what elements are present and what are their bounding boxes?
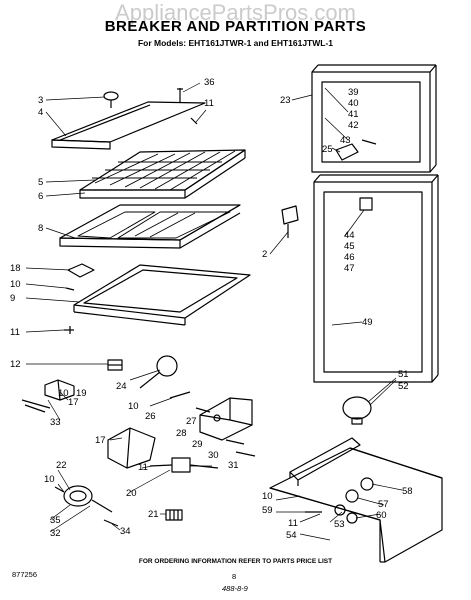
- callout-label: 5: [38, 177, 43, 188]
- callout-label: 10: [262, 491, 273, 502]
- clip-part: [107, 359, 123, 371]
- callout-label: 52: [398, 381, 409, 392]
- callout-label: 29: [192, 439, 203, 450]
- callout-label: 51: [398, 369, 409, 380]
- callout-label: 11: [204, 98, 214, 109]
- door-gasket-top-part: [311, 64, 437, 173]
- callout-label: 17: [95, 435, 106, 446]
- callout-label: 10: [58, 388, 69, 399]
- ordering-note: FOR ORDERING INFORMATION REFER TO PARTS …: [138, 558, 333, 565]
- callout-label: 28: [176, 428, 187, 439]
- callout-label: 11: [10, 327, 20, 338]
- callout-label: 10: [128, 401, 139, 412]
- screw-part: [361, 139, 377, 145]
- handwritten-note: 488-8-9: [222, 584, 248, 593]
- bracket-part: [107, 427, 156, 469]
- callout-label: 18: [10, 263, 21, 274]
- callout-label: 46: [344, 252, 355, 263]
- callout-label: 22: [56, 460, 67, 471]
- callout-label: 45: [344, 241, 355, 252]
- callout-label: 11: [288, 518, 298, 529]
- callout-label: 36: [204, 77, 215, 88]
- screw-cap-part: [103, 91, 119, 108]
- control-housing-part: [199, 397, 253, 441]
- callout-label: 49: [362, 317, 373, 328]
- callout-label: 2: [262, 249, 267, 260]
- connector-part: [165, 509, 183, 521]
- callout-label: 47: [344, 263, 355, 274]
- screw-part: [177, 88, 198, 125]
- callout-labels: 3 36 11 4 23 39 40 41 42 43 25 5 6 8 44 …: [10, 77, 413, 541]
- callout-label: 31: [228, 460, 239, 471]
- knob-part: [139, 355, 178, 389]
- callout-label: 21: [148, 509, 159, 520]
- bracket-part: [335, 143, 359, 161]
- callout-label: 24: [116, 381, 127, 392]
- leader-lines: [25, 82, 403, 541]
- door-gasket-lower-part: [313, 174, 439, 383]
- callout-label: 60: [376, 510, 387, 521]
- pad-part: [67, 263, 95, 278]
- callout-label: 9: [10, 293, 15, 304]
- callout-label: 11: [138, 462, 148, 473]
- screw-part: [103, 519, 119, 527]
- callout-label: 32: [50, 528, 61, 539]
- callout-label: 10: [44, 474, 55, 485]
- callout-label: 8: [38, 223, 43, 234]
- callout-label: 23: [280, 95, 291, 106]
- callout-label: 54: [286, 530, 297, 541]
- fastener-part: [169, 391, 256, 457]
- callout-label: 27: [186, 416, 197, 427]
- cover-part: [289, 437, 361, 486]
- callout-label: 40: [348, 98, 359, 109]
- callout-label: 59: [262, 505, 273, 516]
- callout-label: 33: [50, 417, 61, 428]
- callout-label: 39: [348, 87, 359, 98]
- callout-label: 6: [38, 191, 43, 202]
- callout-label: 12: [10, 359, 21, 370]
- callout-label: 34: [120, 526, 131, 537]
- callout-label: 17: [68, 397, 79, 408]
- partition-pan-part: [59, 204, 241, 249]
- callout-label: 20: [126, 488, 137, 499]
- light-bulb-part: [342, 396, 372, 425]
- drawer-rail-part: [269, 447, 443, 563]
- callout-label: 41: [348, 109, 359, 120]
- callout-label: 57: [378, 499, 389, 510]
- document-number: 877256: [12, 570, 38, 579]
- callout-label: 25: [322, 144, 333, 155]
- latch-part: [359, 197, 373, 211]
- callout-label: 4: [38, 107, 43, 118]
- callout-label: 43: [340, 135, 351, 146]
- callout-label: 30: [208, 450, 219, 461]
- callout-label: 26: [145, 411, 156, 422]
- partition-frame-part: [73, 264, 251, 326]
- light-socket-part: [54, 485, 113, 513]
- hinge-block-part: [21, 379, 75, 413]
- callout-label: 10: [10, 279, 21, 290]
- callout-label: 44: [344, 230, 355, 241]
- top-rail-part: [51, 101, 206, 150]
- switch-part: [149, 457, 219, 473]
- diagram-subtitle: For Models: EHT161JTWR-1 and EHT161JTWL-…: [137, 38, 334, 48]
- page-number: 8: [232, 572, 237, 581]
- hinge-part: [281, 205, 299, 238]
- diagram-title: BREAKER AND PARTITION PARTS: [104, 18, 367, 35]
- callout-label: 35: [50, 515, 61, 526]
- callout-label: 53: [334, 519, 345, 530]
- callout-label: 3: [38, 95, 43, 106]
- callout-label: 42: [348, 120, 359, 131]
- callout-label: 19: [76, 388, 87, 399]
- watermark: AppliancePartsPros.com: [115, 0, 356, 25]
- callout-label: 58: [402, 486, 413, 497]
- grille-breaker-part: [79, 149, 246, 199]
- screw-part: [64, 287, 75, 334]
